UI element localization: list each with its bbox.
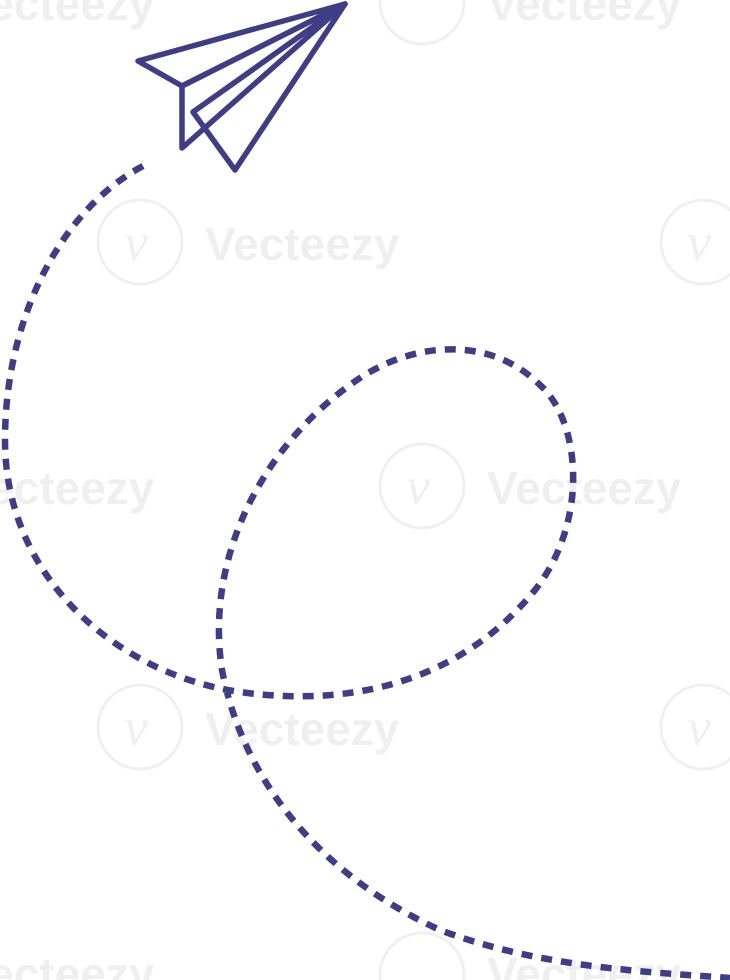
- paper-plane-wing-icon: [135, 1, 348, 89]
- watermark-tile: Vecteezy Vecteezy: [0, 0, 682, 46]
- watermark-logo-icon: [378, 442, 466, 530]
- watermark-tile: v: [659, 683, 730, 771]
- paper-plane-body-icon: [179, 1, 348, 151]
- paper-plane-icon: [135, 1, 348, 173]
- watermark-glyph: v: [687, 212, 711, 272]
- watermark-logo-icon: [659, 683, 730, 771]
- watermark-glyph: v: [124, 212, 148, 272]
- watermark-text: Vecteezy: [487, 462, 682, 514]
- watermark-text: Vecteezy: [487, 0, 682, 30]
- watermark-tile: v Vecteezy: [96, 198, 400, 286]
- watermark-text: Vecteezy: [0, 948, 155, 980]
- watermark-logo-icon: [96, 198, 184, 286]
- watermark-tile: Vecteezy: [0, 462, 155, 514]
- watermark-text: Vecteezy: [0, 0, 155, 30]
- paper-plane-fold-icon: [190, 1, 348, 173]
- watermark-tile: Vecteezy Vecteezy: [0, 931, 682, 980]
- watermark-tile: v: [659, 198, 730, 286]
- watermark-logo-icon: [378, 0, 466, 46]
- watermark-logo-icon: [378, 931, 466, 980]
- watermark-logo-icon: [96, 683, 184, 771]
- watermark-glyph: v: [124, 697, 148, 757]
- watermark-glyph: v: [406, 456, 430, 516]
- watermark-logo-icon: [659, 198, 730, 286]
- watermark-tile: v Vecteezy: [378, 442, 682, 530]
- dashed-flight-path: [1, 163, 730, 980]
- watermark-text: Vecteezy: [0, 462, 155, 514]
- watermark-text: Vecteezy: [205, 218, 400, 270]
- watermark-glyph: v: [687, 697, 711, 757]
- watermark-tile: v Vecteezy: [96, 683, 400, 771]
